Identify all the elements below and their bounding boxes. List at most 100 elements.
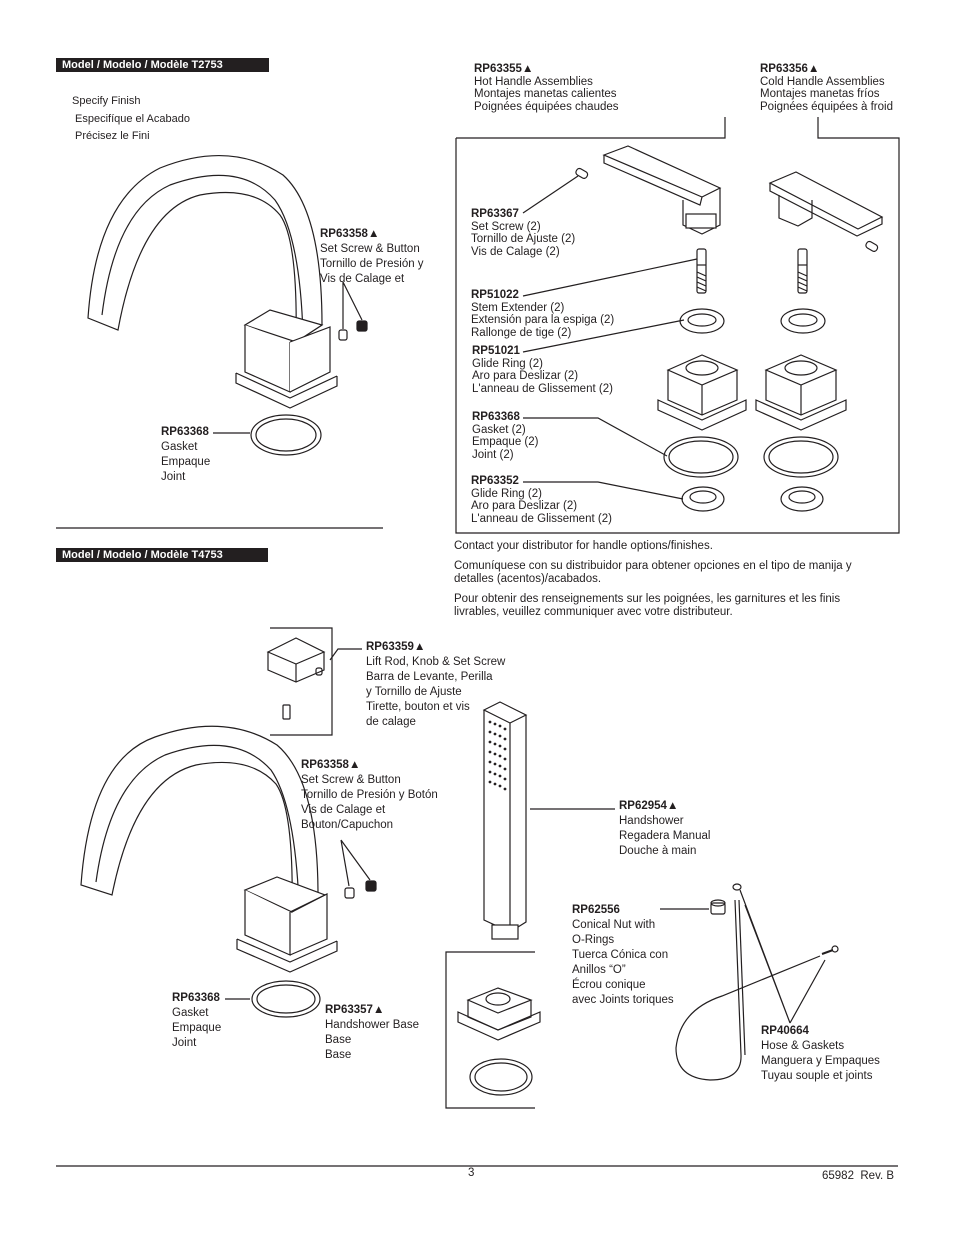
part-desc: Aro para Deslizar (2) [472, 370, 579, 382]
handshower-base-bracket [445, 951, 535, 1109]
part-number: RP63358▲ [301, 759, 361, 771]
part-desc: Set Screw (2) [471, 220, 541, 233]
part-desc: Gasket [172, 1007, 209, 1019]
part-number: RP40664 [761, 1025, 809, 1037]
part-desc: Poignées équipées à froid [760, 100, 893, 113]
glide-ring-bottom-hot [681, 486, 725, 512]
gasket-t2753 [250, 414, 322, 456]
part-number: RP63368 [161, 426, 209, 438]
model-label-t2753: Model / Modelo / Modèle T2753 [56, 58, 269, 72]
part-desc: Empaque (2) [472, 436, 539, 448]
label-rp63367: RP63367 Set Screw (2) Tornillo de Ajuste… [471, 208, 575, 258]
part-number: RP51022 [471, 289, 519, 301]
part-desc: Tornillo de Presión y [320, 258, 424, 270]
part-desc: Tornillo de Presión y Botón [301, 789, 438, 801]
part-desc: Rallonge de tige (2) [471, 326, 572, 339]
finish-fr: Précisez le Fini [75, 130, 150, 142]
part-desc: Anillos “O” [572, 964, 626, 976]
part-desc: Aro para Deslizar (2) [471, 500, 578, 512]
note-es: Comuníquese con su distribuidor para obt… [454, 560, 852, 585]
part-desc: Tuerca Cónica con [572, 949, 669, 961]
label-rp40664: RP40664 Hose & Gaskets Manguera y Empaqu… [761, 1024, 880, 1084]
label-rp63358-t4753: RP63358▲ Set Screw & Button Tornillo de … [301, 758, 438, 833]
part-desc: Base [325, 1049, 352, 1061]
part-desc: Glide Ring (2) [471, 487, 542, 500]
part-desc: Handshower [619, 815, 684, 827]
part-desc: Douche à main [619, 845, 697, 857]
glide-ring-top-hot [679, 308, 725, 334]
part-desc: Montajes manetas fríos [760, 88, 880, 100]
label-rp63355: RP63355▲ Hot Handle Assemblies Montajes … [474, 63, 619, 113]
part-desc: Cold Handle Assemblies [760, 75, 885, 88]
handshower-nozzles [488, 720, 507, 791]
label-rp51022: RP51022 Stem Extender (2) Extensión para… [471, 289, 614, 339]
part-number: RP63352 [471, 475, 519, 487]
part-desc: Barra de Levante, Perilla [366, 671, 493, 683]
cold-handle [768, 171, 884, 237]
label-rp63368-t4753: RP63368 Gasket Empaque Joint [172, 991, 221, 1051]
part-desc: Tornillo de Ajuste (2) [471, 233, 576, 245]
part-desc: Set Screw & Button [301, 774, 401, 786]
set-screw-cold [865, 240, 879, 252]
part-number: RP63368 [472, 411, 520, 423]
note-fr: Pour obtenir des renseignements sur les … [454, 593, 841, 618]
finish-es: Especifíque el Acabado [75, 112, 190, 125]
button-screw-t4753 [340, 839, 377, 899]
part-desc: L'anneau de Glissement (2) [471, 512, 612, 525]
label-rp63359: RP63359▲ Lift Rod, Knob & Set Screw Barr… [366, 640, 505, 730]
model-label-t4753: Model / Modelo / Modèle T4753 [56, 548, 268, 562]
part-desc: O-Rings [572, 934, 615, 946]
gasket-cold [763, 436, 839, 478]
gasket-base [469, 1058, 533, 1096]
escutcheon-hot [657, 354, 747, 431]
finish-note: Specify Finish Especifíque el Acabado Pr… [72, 93, 190, 146]
hot-handle [602, 145, 722, 235]
finish-en: Specify Finish [72, 95, 141, 107]
handshower-wand [482, 701, 528, 940]
gasket-hot [663, 436, 739, 478]
lift-rod-bracket [270, 627, 333, 736]
part-desc: Tuyau souple et joints [761, 1070, 873, 1082]
part-desc: Écrou conique [572, 979, 646, 991]
part-desc: Conical Nut with [572, 919, 656, 931]
glide-ring-bottom-cold [780, 486, 824, 512]
part-desc: y Tornillo de Ajuste [366, 686, 462, 698]
set-screw-hot [575, 167, 589, 179]
conical-nut [710, 899, 726, 915]
part-desc: Vis de Calage (2) [471, 245, 560, 258]
part-desc: Montajes manetas calientes [474, 88, 617, 100]
document-revision: 65982 Rev. B [822, 1170, 895, 1182]
part-number: RP63357▲ [325, 1004, 385, 1016]
part-number: RP63358▲ [320, 228, 380, 240]
part-desc: avec Joints toriques [572, 994, 674, 1006]
part-desc: Vis de Calage et [301, 804, 386, 816]
part-number: RP63356▲ [760, 63, 820, 75]
note-en: Contact your distributor for handle opti… [454, 540, 713, 552]
part-desc: Extensión para la espiga (2) [471, 314, 615, 326]
glide-ring-top-cold [780, 308, 826, 334]
part-desc: Joint (2) [472, 448, 514, 461]
label-rp51021: RP51021 Glide Ring (2) Aro para Deslizar… [472, 345, 613, 395]
part-desc: Stem Extender (2) [471, 301, 565, 314]
label-rp62954: RP62954▲ Handshower Regadera Manual Douc… [619, 799, 710, 859]
part-desc: Tirette, bouton et vis [366, 701, 470, 713]
handle-kit-bracket [455, 117, 900, 534]
part-desc: Poignées équipées chaudes [474, 100, 619, 113]
part-desc: Handshower Base [325, 1019, 419, 1031]
part-desc: Glide Ring (2) [472, 357, 543, 370]
label-rp63358-t2753: RP63358▲ Set Screw & Button Tornillo de … [320, 227, 424, 287]
part-number: RP62556 [572, 904, 620, 916]
part-number: RP63359▲ [366, 641, 426, 653]
part-desc: Hose & Gaskets [761, 1040, 845, 1052]
spout-t4753 [80, 725, 338, 973]
distributor-notes: Contact your distributor for handle opti… [454, 540, 854, 619]
part-desc: Hot Handle Assemblies [474, 75, 593, 88]
part-number: RP51021 [472, 345, 520, 357]
part-desc: Regadera Manual [619, 830, 711, 842]
part-desc: Manguera y Empaques [761, 1055, 880, 1067]
part-desc: Lift Rod, Knob & Set Screw [366, 656, 506, 668]
part-number: RP63368 [172, 992, 220, 1004]
part-desc: Set Screw & Button [320, 243, 420, 255]
part-desc: de calage [366, 716, 416, 728]
part-desc: Vis de Calage et [320, 273, 405, 285]
